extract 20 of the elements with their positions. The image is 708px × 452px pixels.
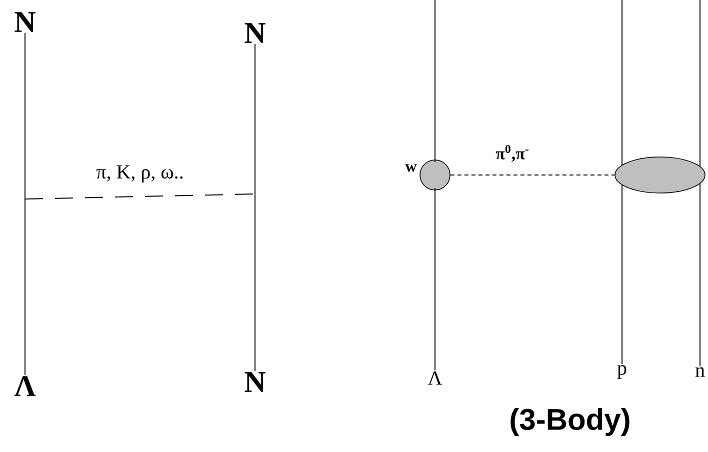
- particle-label: p: [617, 365, 626, 379]
- particle-label: N: [244, 23, 266, 43]
- particle-line: [254, 44, 256, 372]
- particle-line: [24, 32, 26, 376]
- particle-label: N: [244, 372, 266, 392]
- exchange-line: [450, 174, 616, 176]
- particle-line: [700, 0, 701, 168]
- particle-label: Λ: [14, 376, 36, 396]
- particle-line: [434, 0, 436, 162]
- caption: (3-Body): [510, 408, 630, 436]
- particle-label: n: [695, 367, 705, 377]
- particle-line: [700, 182, 701, 367]
- particle-label: Λ: [428, 371, 442, 385]
- meson-label: π, K, ρ, ω..: [96, 165, 183, 183]
- edge-label: π$^{0}$,π$^{-}$: [496, 144, 528, 162]
- vertex-blob: [614, 156, 706, 194]
- particle-label: N: [14, 12, 36, 32]
- vertex-blob: [420, 160, 450, 190]
- particle-line: [434, 188, 436, 371]
- vertex-label: w: [405, 164, 417, 172]
